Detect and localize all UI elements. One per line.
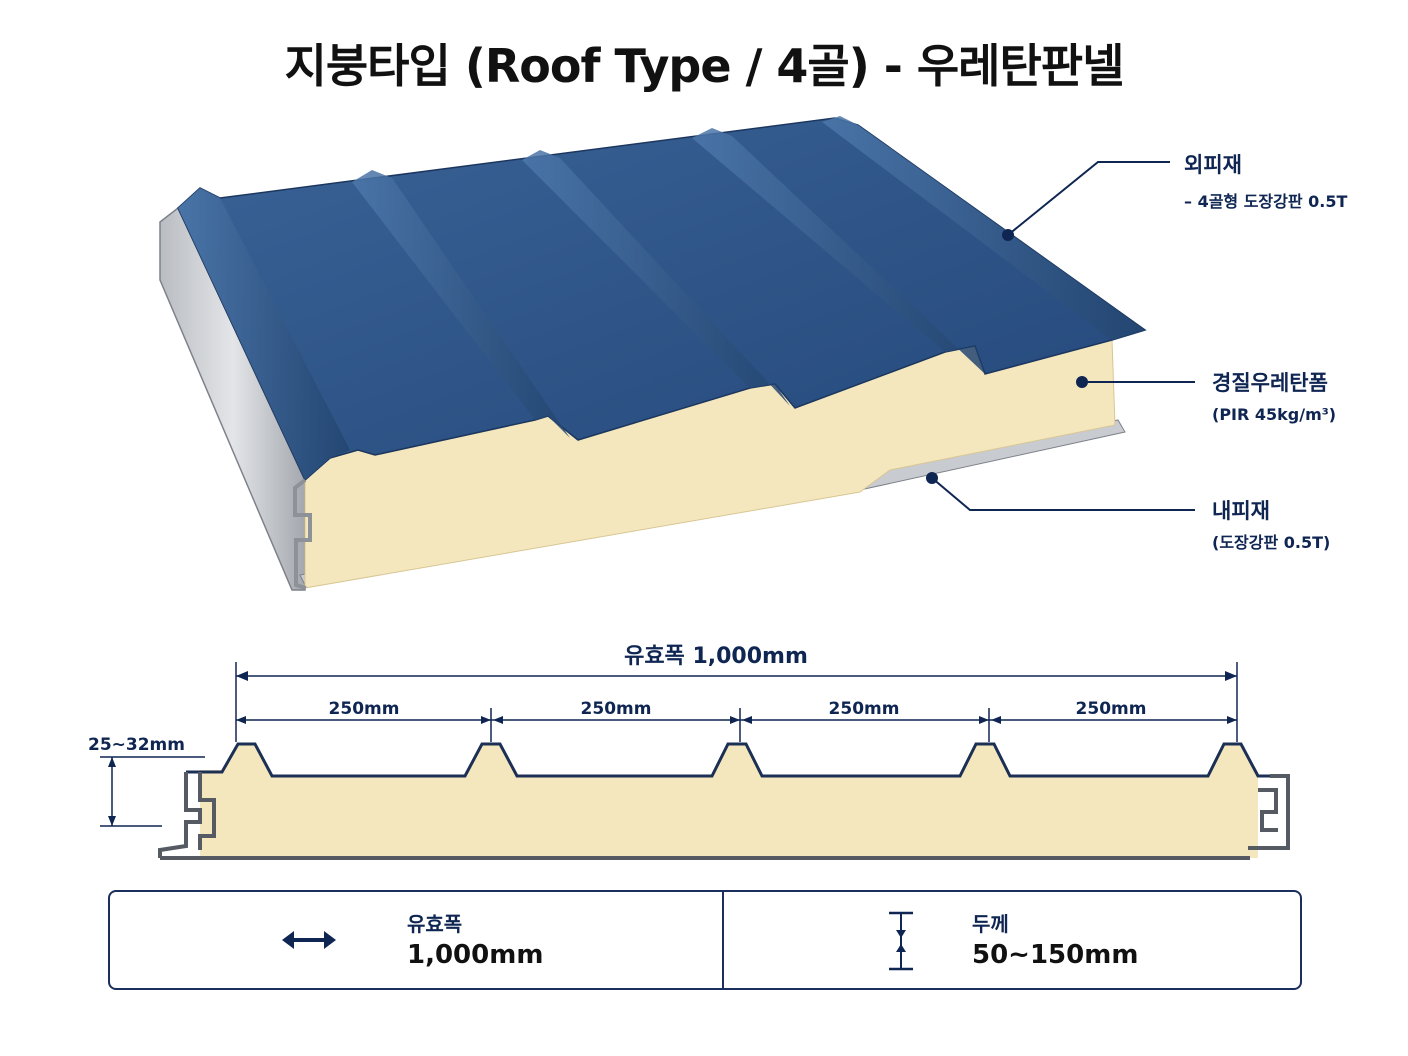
dimension-lines	[100, 662, 1238, 827]
effective-width-label: 유효폭 1,000mm	[624, 644, 808, 669]
rib-1	[178, 188, 350, 480]
rib-2	[352, 170, 570, 438]
spec-box: 유효폭 1,000mm 두께 50~150mm	[108, 890, 1302, 990]
pitch-label-4: 250mm	[1076, 699, 1147, 719]
callout-outer-sub: – 4골형 도장강판 0.5T	[1184, 192, 1348, 211]
profile-right-joint	[1248, 774, 1290, 850]
spec-divider	[722, 892, 724, 988]
callout-core-sub: (PIR 45kg/m³)	[1212, 405, 1336, 424]
callout-outer-title: 외피재	[1184, 153, 1242, 177]
rib-height-label: 25~32mm	[88, 735, 185, 755]
callout-inner-sub: (도장강판 0.5T)	[1212, 533, 1330, 552]
profile-foam	[200, 745, 1258, 858]
spec-thickness-value: 50~150mm	[972, 940, 1139, 970]
double-arrow-icon	[282, 931, 336, 949]
profile-left-joint	[158, 772, 216, 858]
pitch-label-1: 250mm	[329, 699, 400, 719]
left-joint-profile	[293, 478, 312, 590]
rib-3	[522, 150, 790, 406]
spec-width-label: 유효폭	[407, 912, 463, 936]
page-title: 지붕타입 (Roof Type / 4골) - 우레탄판넬	[284, 39, 1125, 93]
pitch-label-3: 250mm	[829, 699, 900, 719]
rib-5	[822, 116, 1145, 340]
callout-inner-title: 내피재	[1212, 499, 1270, 523]
section-profile	[158, 742, 1290, 860]
callout-lines	[926, 161, 1195, 511]
panel-3d	[159, 116, 1147, 591]
spec-width-value: 1,000mm	[407, 940, 544, 970]
pitch-label-2: 250mm	[581, 699, 652, 719]
profile-top-sheet	[186, 742, 1270, 778]
callout-core-title: 경질우레탄폼	[1212, 371, 1328, 395]
spec-thickness-label: 두께	[972, 912, 1009, 936]
thickness-icon	[889, 911, 913, 971]
rib-4	[692, 128, 985, 374]
